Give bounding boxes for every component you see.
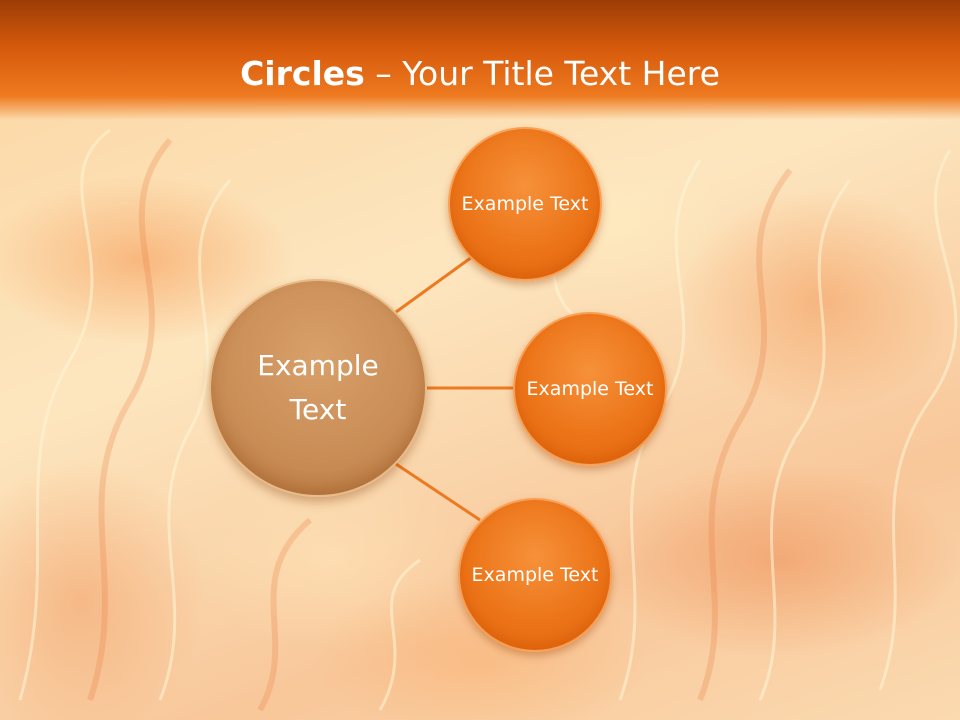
connector-top [395, 255, 473, 314]
node-top-label: Example Text [461, 193, 589, 215]
title-bar [0, 0, 960, 120]
node-circle-middle: Example Text [513, 312, 667, 466]
center-circle-label: Example Text [257, 349, 379, 426]
slide-title: Circles – Your Title Text Here [0, 52, 960, 96]
node-circle-bottom: Example Text [458, 498, 612, 652]
node-circle-top: Example Text [448, 127, 602, 281]
connector-bottom [395, 462, 481, 522]
title-rest-part: – Your Title Text Here [364, 54, 720, 93]
node-middle-label: Example Text [526, 378, 654, 400]
title-bold-part: Circles [240, 54, 365, 93]
node-bottom-label: Example Text [471, 564, 599, 586]
center-circle: Example Text [209, 279, 427, 497]
